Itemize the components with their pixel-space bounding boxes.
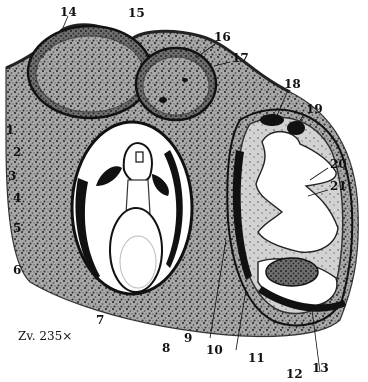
label-16: 16 bbox=[214, 30, 231, 44]
label-2: 2 bbox=[13, 145, 21, 159]
label-19: 19 bbox=[306, 102, 323, 116]
label-4: 4 bbox=[13, 191, 21, 205]
label-15: 15 bbox=[128, 6, 145, 20]
label-18: 18 bbox=[284, 77, 301, 91]
label-10: 10 bbox=[206, 343, 223, 357]
label-8: 8 bbox=[162, 341, 170, 355]
nucleus-dot bbox=[182, 78, 188, 82]
label-3: 3 bbox=[8, 169, 16, 183]
label-21: 21 bbox=[330, 179, 347, 193]
label-13: 13 bbox=[312, 361, 329, 375]
dorsal-bundle-right-inner bbox=[143, 57, 209, 115]
label-7: 7 bbox=[96, 313, 104, 327]
label-1: 1 bbox=[6, 123, 14, 137]
magnification-caption: Zv. 235× bbox=[18, 329, 72, 343]
dark-spot-18 bbox=[260, 114, 284, 126]
label-12: 12 bbox=[286, 367, 303, 381]
dark-spot-19 bbox=[287, 121, 305, 135]
label-17: 17 bbox=[232, 51, 249, 65]
label-9: 9 bbox=[184, 331, 192, 345]
dorsal-bundle-left-inner bbox=[36, 36, 144, 112]
label-14: 14 bbox=[60, 5, 77, 19]
label-11: 11 bbox=[248, 351, 265, 365]
right-chamber-lobe bbox=[266, 258, 318, 286]
label-5: 5 bbox=[13, 221, 21, 235]
label-6: 6 bbox=[13, 263, 21, 277]
label-20: 20 bbox=[330, 157, 347, 171]
nucleus-dot bbox=[159, 97, 167, 103]
